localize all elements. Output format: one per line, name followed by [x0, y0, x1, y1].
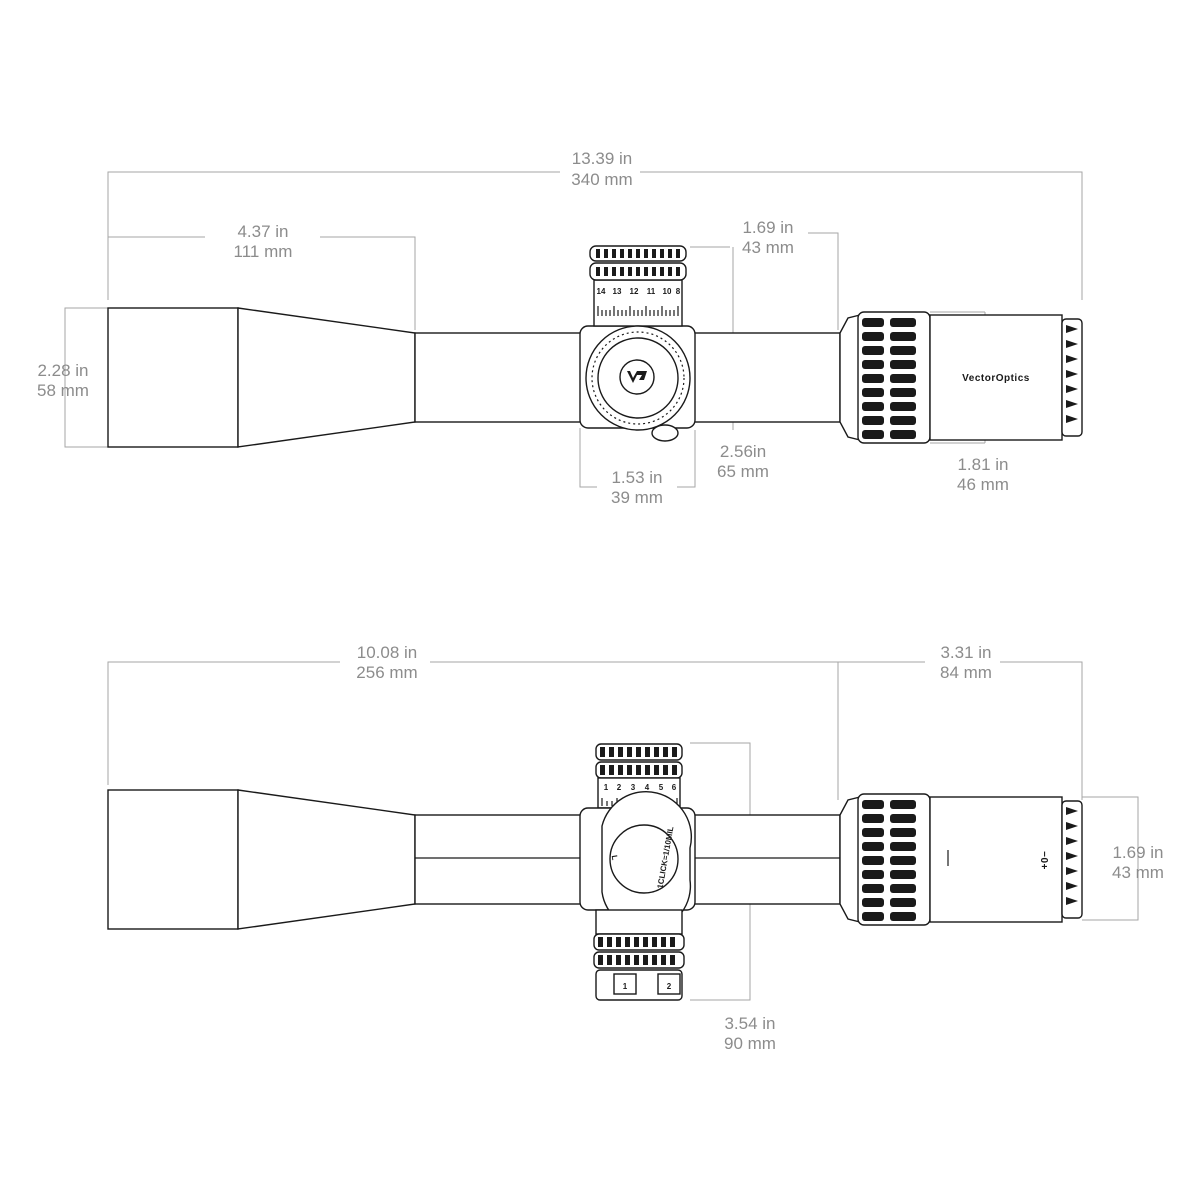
side-turret-height-in: 3.54 in [724, 1014, 775, 1033]
turret-height-mm: 65 mm [717, 462, 769, 481]
side-objective-taper [237, 789, 416, 930]
windage-dial-ticks [591, 331, 685, 425]
objective-to-eyepiece-mm: 256 mm [356, 663, 417, 682]
zoom-ring-knurl [862, 318, 916, 439]
scale-number: 2 [617, 783, 622, 792]
side-objective-bell [107, 789, 239, 930]
eyepiece-collar [839, 314, 861, 441]
illumination-number: 2 [667, 982, 672, 991]
illumination-window-1 [613, 973, 637, 995]
objective-bell-length-in: 4.37 in [237, 222, 288, 241]
side-elevation-scale-numbers: 1 2 3 4 5 6 [604, 783, 677, 792]
scale-number: 10 [663, 287, 672, 296]
elevation-cap-knurl [596, 249, 680, 276]
elevation-scale-band [593, 279, 683, 327]
objective-taper [237, 307, 416, 448]
side-turret-height-mm: 90 mm [724, 1034, 776, 1053]
scale-number: 13 [613, 287, 622, 296]
objective-bell-length-mm: 111 mm [234, 242, 293, 261]
side-focus-knob [651, 424, 679, 442]
side-eyepiece-diameter-mm: 43 mm [1112, 863, 1164, 882]
diopter-ring-knurl [1066, 325, 1078, 423]
eyepiece-diameter-mm: 46 mm [957, 475, 1009, 494]
side-eyepiece-diameter-in: 1.69 in [1112, 843, 1163, 862]
side-eyepiece-collar [839, 796, 861, 923]
overall-length-in: 13.39 in [572, 149, 633, 168]
windage-dial-face [609, 824, 679, 894]
objective-diameter-mm: 58 mm [37, 381, 89, 400]
side-turret: 1 2 3 4 5 6 1CLICK=1/10MIL L [579, 743, 696, 1001]
top-dimension-labels: 13.39 in 340 mm 4.37 in 111 mm 1.69 in 4… [37, 149, 1009, 507]
objective-to-eyepiece-in: 10.08 in [357, 643, 418, 662]
lower-dial-band [595, 909, 683, 935]
side-view: 10.08 in 256 mm 3.31 in 84 mm 3.54 in 90… [107, 643, 1164, 1053]
illumination-number: 1 [623, 982, 628, 991]
side-elevation-cap-knurl [600, 747, 677, 775]
scale-number: 3 [631, 783, 636, 792]
top-view: 13.39 in 340 mm 4.37 in 111 mm 1.69 in 4… [37, 149, 1083, 507]
scale-number: 4 [645, 783, 650, 792]
brand-text: VectorOptics [962, 373, 1030, 384]
brand-logo-badge [619, 359, 655, 395]
windage-marks: L [610, 854, 620, 860]
turret-width-mm: 39 mm [611, 488, 663, 507]
eyepiece-diameter-in: 1.81 in [957, 455, 1008, 474]
scale-number: 12 [630, 287, 639, 296]
side-eyepiece-length-mm: 84 mm [940, 663, 992, 682]
scale-number: 6 [672, 783, 677, 792]
scale-number: 8 [676, 287, 681, 296]
side-zoom-ring-knurl [862, 800, 916, 921]
elevation-scale-ticks [597, 306, 679, 316]
lower-dial-knurl [598, 937, 675, 965]
eyepiece-length-mm: 43 mm [742, 238, 794, 257]
turret-width-in: 1.53 in [611, 468, 662, 487]
turret-height-in: 2.56in [720, 442, 766, 461]
illumination-window-2 [657, 973, 681, 995]
eyepiece-length-in: 1.69 in [742, 218, 793, 237]
scale-number: 14 [597, 287, 606, 296]
scale-number: 5 [659, 783, 664, 792]
objective-diameter-in: 2.28 in [37, 361, 88, 380]
side-eyepiece-length-in: 3.31 in [940, 643, 991, 662]
scale-number: 11 [647, 287, 656, 296]
diopter-text: +0− [1040, 851, 1051, 870]
top-turret: 14 13 12 11 10 8 [579, 245, 696, 442]
side-eyepiece-housing [929, 796, 1063, 923]
side-dimension-labels: 10.08 in 256 mm 3.31 in 84 mm 3.54 in 90… [356, 643, 1164, 1053]
brand-logo-icon [627, 371, 647, 383]
side-diopter-ring-knurl [1066, 807, 1078, 905]
overall-length-mm: 340 mm [571, 170, 632, 189]
elevation-scale-numbers: 14 13 12 11 10 8 [597, 287, 681, 296]
scale-number: 1 [604, 783, 609, 792]
objective-bell [107, 307, 239, 448]
eyepiece-housing [929, 314, 1063, 441]
